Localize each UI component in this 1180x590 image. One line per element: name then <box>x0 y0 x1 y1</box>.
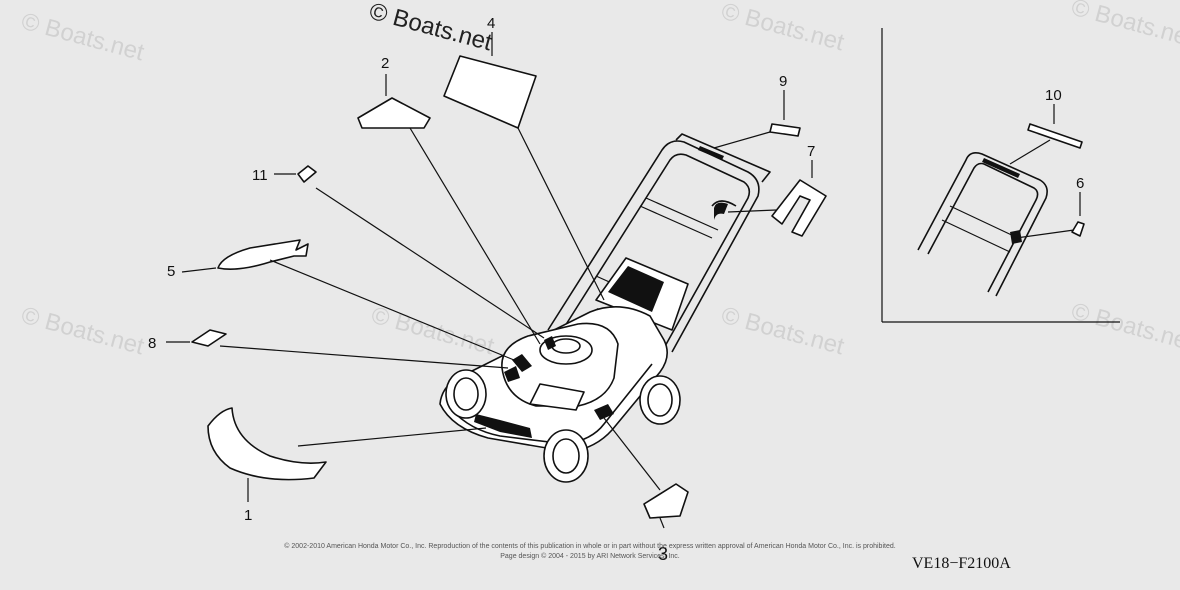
faint-watermark: © Boats.net <box>718 302 847 361</box>
faint-watermark: © Boats.net <box>718 0 847 56</box>
callout-8: 8 <box>148 335 156 352</box>
part-7-decal[interactable] <box>771 179 827 237</box>
callout-10: 10 <box>1045 87 1062 104</box>
part-8-decal[interactable] <box>191 329 227 347</box>
inset-handle-illustration <box>917 152 1048 297</box>
part-3-decal[interactable] <box>643 483 689 519</box>
faint-watermark: © Boats.net <box>368 302 497 361</box>
part-10-decal[interactable] <box>1027 123 1083 149</box>
faint-watermark: © Boats.net <box>18 302 147 361</box>
callout-7: 7 <box>807 143 815 160</box>
page-design-line: Page design © 2004 - 2015 by ARI Network… <box>500 552 680 560</box>
part-9-decal[interactable] <box>769 123 801 137</box>
leader-lines <box>166 32 1081 529</box>
lawn-mower-illustration <box>439 133 771 483</box>
part-5-decal[interactable] <box>217 239 309 270</box>
callout-2: 2 <box>381 55 389 72</box>
part-4-decal[interactable] <box>443 55 537 129</box>
callout-4: 4 <box>487 15 495 32</box>
callout-numbers: 1 2 3 4 5 6 7 8 9 10 11 <box>148 15 1084 564</box>
copyright-line: © 2002-2010 American Honda Motor Co., In… <box>284 542 895 550</box>
part-6-decal[interactable] <box>1071 221 1085 237</box>
watermark: © Boats.net <box>366 0 495 56</box>
faint-watermark: © Boats.net <box>18 8 147 67</box>
part-1-decal[interactable] <box>207 407 327 481</box>
faint-watermark: © Boats.net <box>1068 0 1180 52</box>
callout-9: 9 <box>779 73 787 90</box>
callout-3: 3 <box>658 544 668 564</box>
faint-watermarks: © Boats.net © Boats.net © Boats.net © Bo… <box>18 0 1180 360</box>
faint-watermark: © Boats.net <box>1068 298 1180 357</box>
part-2-decal[interactable] <box>357 97 431 129</box>
inset-frame <box>881 28 1120 323</box>
part-11-decal[interactable] <box>297 165 317 183</box>
callout-6: 6 <box>1076 175 1084 192</box>
callout-5: 5 <box>167 263 175 280</box>
callout-1: 1 <box>244 507 252 524</box>
diagram-code: VE18−F2100A <box>912 555 1011 572</box>
callout-11: 11 <box>252 167 268 184</box>
